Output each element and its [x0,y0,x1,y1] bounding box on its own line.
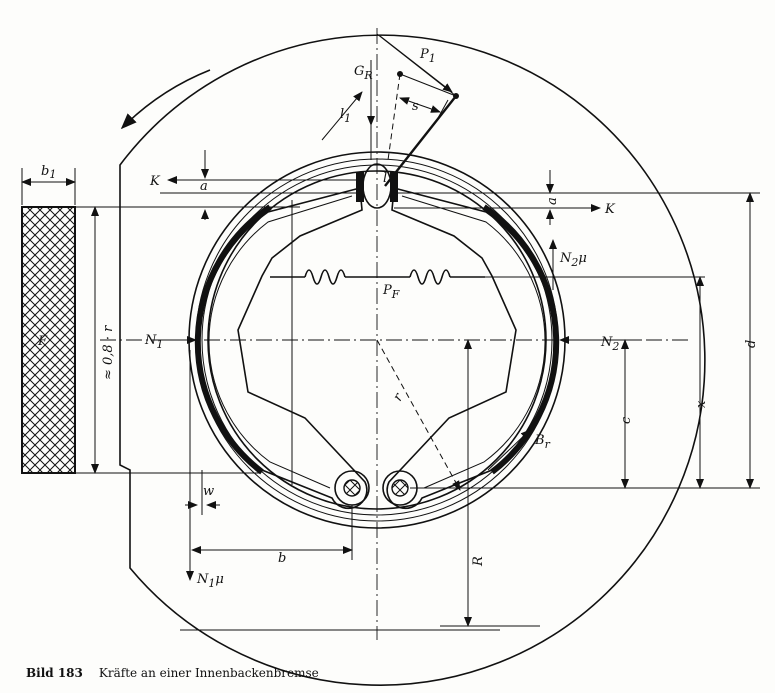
right-shoe-lining [482,204,560,475]
left-brake-shoe [198,186,368,510]
label-r: r [390,390,406,404]
label-Br: Br [534,433,551,451]
label-b1: b1 [41,164,56,181]
lining-block-F [21,206,76,474]
label-K-right: K [604,202,616,217]
label-l1: l1 [340,107,351,125]
figure-title: Kräfte an einer Innenbackenbremse [98,666,319,680]
label-R: R [471,556,486,567]
s-dimension [399,97,441,113]
l1-dimension [321,91,363,141]
figure-number: Bild 183 [26,666,83,680]
figure-caption: Bild 183 Kräfte an einer Innenbackenbrems… [26,666,319,680]
label-r08: ≈ 0,8 · r [101,325,116,380]
radius-r [376,339,461,491]
P1-arrow [379,35,453,93]
label-GR: GR [354,64,373,82]
label-c: c [619,416,634,424]
wheel-outer-contour [119,34,706,686]
right-brake-shoe [386,186,556,510]
label-K-left: K [149,174,161,189]
label-F: F [37,334,48,349]
label-N1: N1 [144,333,163,351]
label-a-left: a [200,179,208,194]
rotation-arrow [120,69,211,130]
label-s: s [412,99,419,114]
label-N1mu: N1μ [196,572,224,590]
label-x: x [694,400,709,408]
label-b: b [278,551,286,566]
label-a-right: a [545,197,560,205]
label-N2mu: N2μ [559,251,587,269]
label-l: l [383,171,387,186]
label-PF: PF [382,283,400,301]
label-d: d [744,340,759,348]
label-N2: N2 [600,335,619,353]
label-P1: P1 [419,47,436,65]
brake-lever [384,95,457,187]
left-shoe-lining [194,204,272,475]
return-spring [270,269,485,285]
label-w: w [203,484,214,499]
Br-arrow [487,429,531,471]
